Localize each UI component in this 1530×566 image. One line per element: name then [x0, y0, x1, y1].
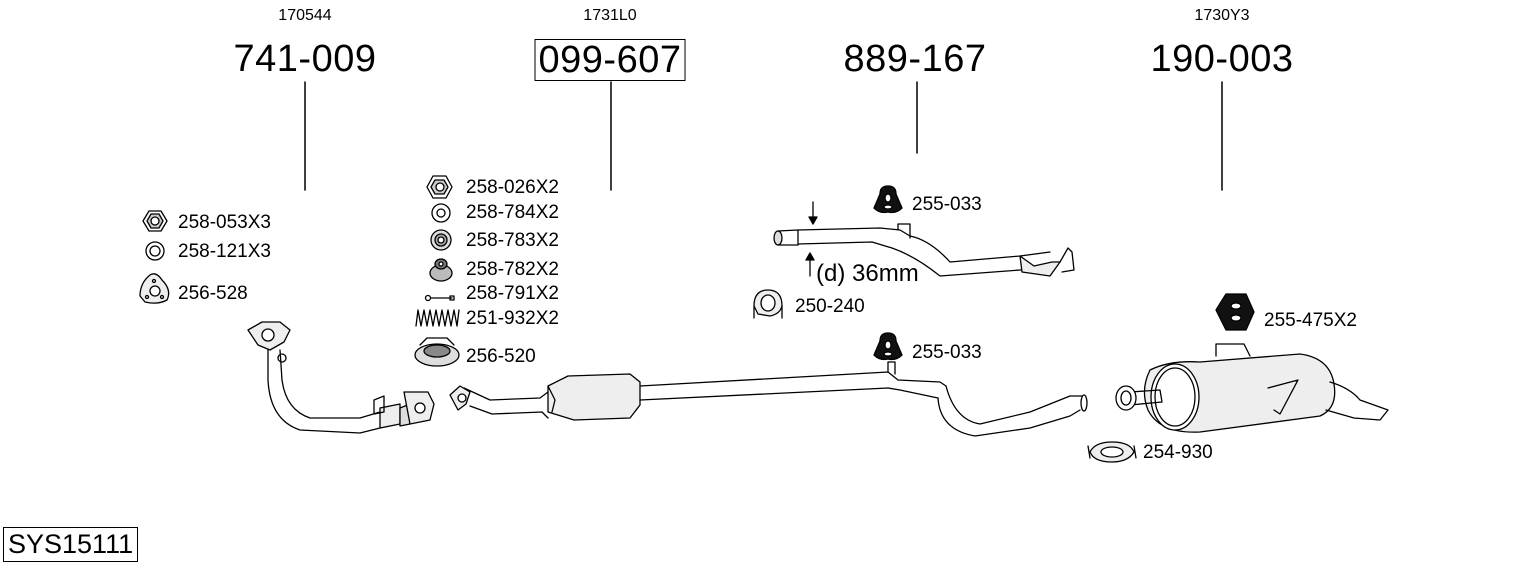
- washer-icon: [430, 229, 452, 251]
- oem-code-front-pipe: 170544: [278, 7, 332, 24]
- accessory-label-ring-b[interactable]: 258-783X2: [466, 230, 559, 251]
- accessory-label-washer-b[interactable]: 258-784X2: [466, 202, 559, 223]
- diameter-note: (d) 36mm: [816, 260, 919, 287]
- rubber-hanger-icon: [1215, 293, 1255, 331]
- accessory-label-hanger-2[interactable]: 255-033: [912, 342, 982, 363]
- accessory-label-nut[interactable]: 258-053X3: [178, 212, 271, 233]
- rubber-hanger-icon: [873, 332, 903, 361]
- leader-lines: [304, 81, 1223, 191]
- middle-pipe-drawing: [773, 223, 1075, 277]
- part-number-catalyst[interactable]: 099-607: [534, 39, 686, 81]
- washer-icon: [431, 203, 451, 223]
- accessory-label-bolt-b[interactable]: 258-791X2: [466, 283, 559, 304]
- accessory-label-clamp[interactable]: 250-240: [795, 296, 865, 317]
- accessory-label-hanger-3[interactable]: 255-475X2: [1264, 310, 1357, 331]
- arrow-icon: [805, 201, 818, 277]
- accessory-label-hanger-1[interactable]: 255-033: [912, 194, 982, 215]
- accessory-label-flange-ring[interactable]: 256-520: [466, 346, 536, 367]
- clamp-icon: [1087, 441, 1137, 463]
- catalyst-drawing: [449, 361, 1088, 437]
- accessory-label-nut-b[interactable]: 258-026X2: [466, 177, 559, 198]
- part-number-rear-silencer[interactable]: 190-003: [1150, 38, 1294, 80]
- system-code: SYS15111: [3, 527, 139, 562]
- oem-code-catalyst: 1731L0: [583, 7, 637, 24]
- accessory-label-spring-washer-b[interactable]: 258-782X2: [466, 259, 559, 280]
- accessory-label-washer[interactable]: 258-121X3: [178, 241, 271, 262]
- part-number-front-pipe[interactable]: 741-009: [233, 38, 377, 80]
- accessory-label-gasket[interactable]: 256-528: [178, 283, 248, 304]
- accessory-label-clamp-2[interactable]: 254-930: [1143, 442, 1213, 463]
- front-pipe-drawing: [247, 321, 435, 434]
- rear-silencer-drawing: [1115, 343, 1389, 433]
- accessory-label-spring-b[interactable]: 251-932X2: [466, 308, 559, 329]
- part-number-middle-pipe[interactable]: 889-167: [843, 38, 987, 80]
- gasket-icon: [139, 273, 170, 304]
- rubber-hanger-icon: [873, 185, 903, 214]
- clamp-icon: [753, 289, 783, 319]
- bolt-icon: [424, 294, 455, 302]
- flange-ring-icon: [414, 337, 460, 367]
- hex-nut-icon: [426, 175, 453, 199]
- oem-code-rear-silencer: 1730Y3: [1194, 7, 1250, 24]
- hex-nut-icon: [142, 210, 168, 232]
- washer-icon: [145, 241, 165, 261]
- washer-icon: [429, 258, 453, 282]
- spring-icon: [415, 309, 460, 327]
